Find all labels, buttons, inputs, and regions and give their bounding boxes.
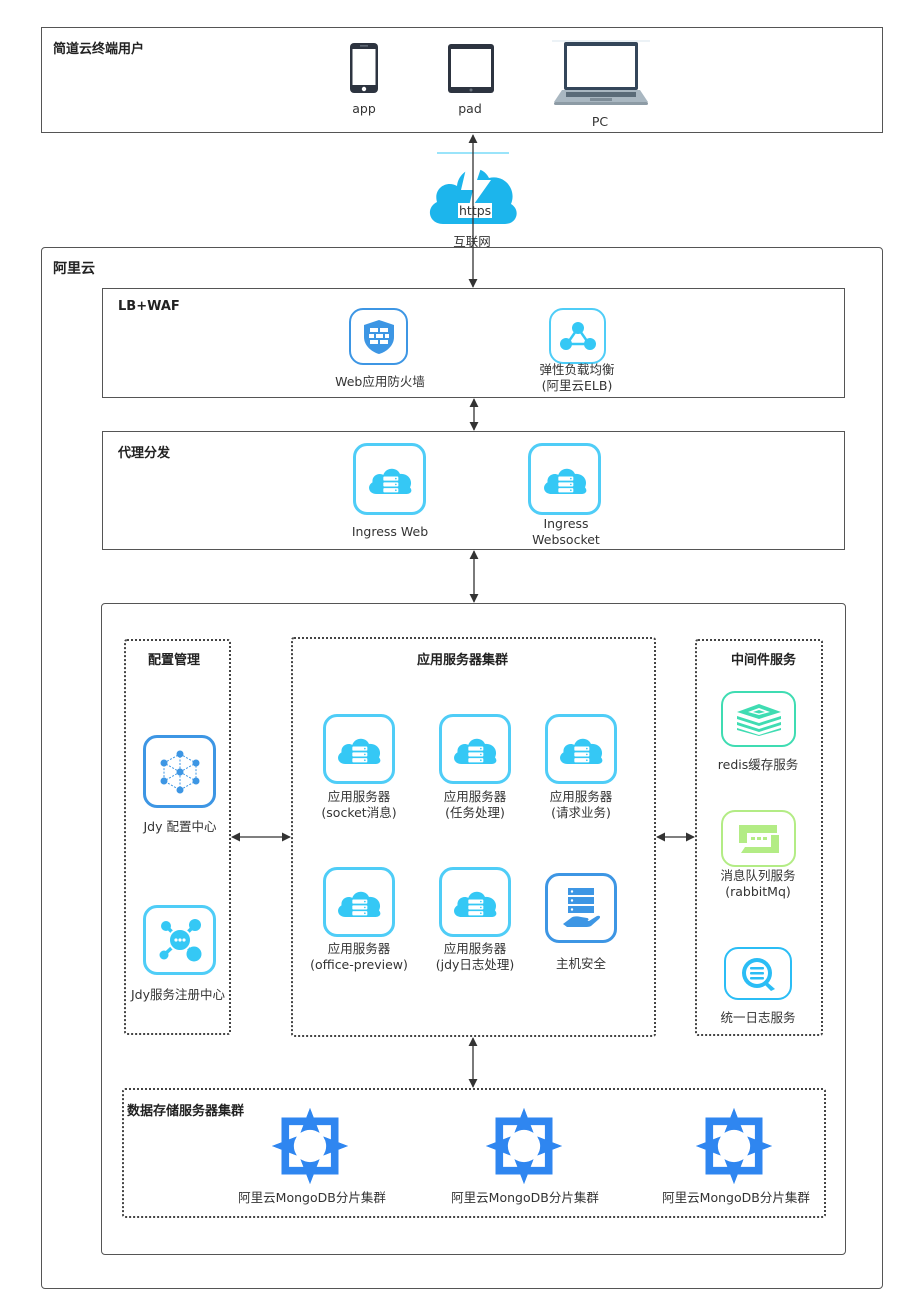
config-network-icon	[160, 750, 199, 793]
config-center-tile	[143, 735, 216, 808]
service-registry-label: Jdy服务注册中心	[130, 987, 226, 1002]
cloud-server-icon	[556, 732, 606, 766]
host-security-icon	[563, 888, 601, 927]
cloud-server-icon	[334, 732, 384, 766]
cloud-server-icon	[450, 732, 500, 766]
proxy-group: 代理分发	[102, 431, 845, 550]
app-server-office-tile	[323, 867, 395, 937]
load-balancer-tile	[549, 308, 606, 364]
middleware-title: 中间件服务	[731, 653, 797, 668]
cloud-server-icon	[365, 462, 415, 496]
ingress-websocket-tile	[528, 443, 601, 515]
ingress-web-label: Ingress Web	[351, 524, 429, 539]
app-server-log-tile	[439, 867, 511, 937]
message-queue-label-2: (rabbitMq)	[725, 884, 791, 899]
app-server-office-label-2: (office-preview)	[310, 957, 408, 972]
log-search-icon	[742, 957, 775, 991]
mongodb-icon	[272, 1108, 348, 1184]
firewall-label: Web应用防火墙	[335, 374, 425, 389]
mongodb-label-3: 阿里云MongoDB分片集群	[662, 1190, 810, 1205]
tablet-icon	[447, 43, 495, 94]
ingress-websocket-label-2: Websocket	[532, 532, 600, 547]
device-label-pc: PC	[591, 114, 609, 129]
app-server-request-tile	[545, 714, 617, 784]
proxy-title: 代理分发	[118, 446, 171, 461]
storage-title: 数据存储服务器集群	[127, 1104, 245, 1119]
redis-icon	[736, 704, 781, 736]
app-cluster-group: 应用服务器集群	[291, 637, 656, 1037]
redis-tile	[721, 691, 796, 747]
app-server-task-tile	[439, 714, 511, 784]
lb-waf-group: LB+WAF	[102, 288, 845, 398]
mongodb-icon	[486, 1108, 562, 1184]
message-queue-icon	[738, 824, 779, 853]
mongodb-label-1: 阿里云MongoDB分片集群	[238, 1190, 386, 1205]
ingress-websocket-label-1: Ingress	[543, 516, 589, 531]
storage-group: 数据存储服务器集群	[122, 1088, 826, 1218]
load-balancer-icon	[559, 322, 596, 350]
mongodb-icon	[696, 1108, 772, 1184]
app-server-socket-label-2: (socket消息)	[321, 805, 397, 820]
app-server-log-label-1: 应用服务器	[443, 941, 507, 956]
device-label-pad: pad	[458, 101, 482, 116]
ingress-web-tile	[353, 443, 426, 515]
app-server-task-label-1: 应用服务器	[443, 789, 507, 804]
device-label-app: app	[352, 101, 376, 116]
cloud-server-icon	[540, 462, 590, 496]
service-registry-tile	[143, 905, 216, 975]
phone-icon	[349, 42, 379, 94]
app-cluster-title: 应用服务器集群	[417, 653, 509, 668]
message-queue-label-1: 消息队列服务	[720, 868, 796, 883]
cloud-server-icon	[450, 885, 500, 919]
terminal-users-title: 简道云终端用户	[53, 42, 145, 57]
redis-label: redis缓存服务	[717, 757, 799, 772]
log-service-label: 统一日志服务	[720, 1010, 796, 1025]
lb-waf-title: LB+WAF	[118, 299, 180, 314]
aliyun-title: 阿里云	[53, 261, 95, 277]
laptop-icon	[552, 40, 650, 106]
app-server-office-label-1: 应用服务器	[327, 941, 391, 956]
app-server-task-label-2: (任务处理)	[445, 805, 505, 820]
firewall-shield-icon	[363, 319, 394, 354]
app-server-request-label-2: (请求业务)	[551, 805, 611, 820]
middleware-group: 中间件服务	[695, 639, 823, 1036]
app-server-socket-tile	[323, 714, 395, 784]
message-queue-tile	[721, 810, 796, 867]
https-label: https	[458, 203, 493, 218]
service-registry-icon	[159, 919, 201, 962]
config-center-label: Jdy 配置中心	[143, 819, 217, 834]
host-security-label: 主机安全	[555, 956, 607, 971]
config-mgmt-title: 配置管理	[148, 653, 201, 668]
load-balancer-label-1: 弹性负载均衡	[539, 362, 615, 377]
app-server-socket-label-1: 应用服务器	[327, 789, 391, 804]
config-mgmt-group: 配置管理	[124, 639, 231, 1035]
host-security-tile	[545, 873, 617, 943]
load-balancer-label-2: (阿里云ELB)	[541, 378, 613, 393]
app-server-request-label-1: 应用服务器	[549, 789, 613, 804]
cloud-server-icon	[334, 885, 384, 919]
firewall-tile	[349, 308, 408, 365]
mongodb-label-2: 阿里云MongoDB分片集群	[451, 1190, 599, 1205]
log-service-tile	[724, 947, 792, 1000]
app-server-log-label-2: (jdy日志处理)	[435, 957, 515, 972]
